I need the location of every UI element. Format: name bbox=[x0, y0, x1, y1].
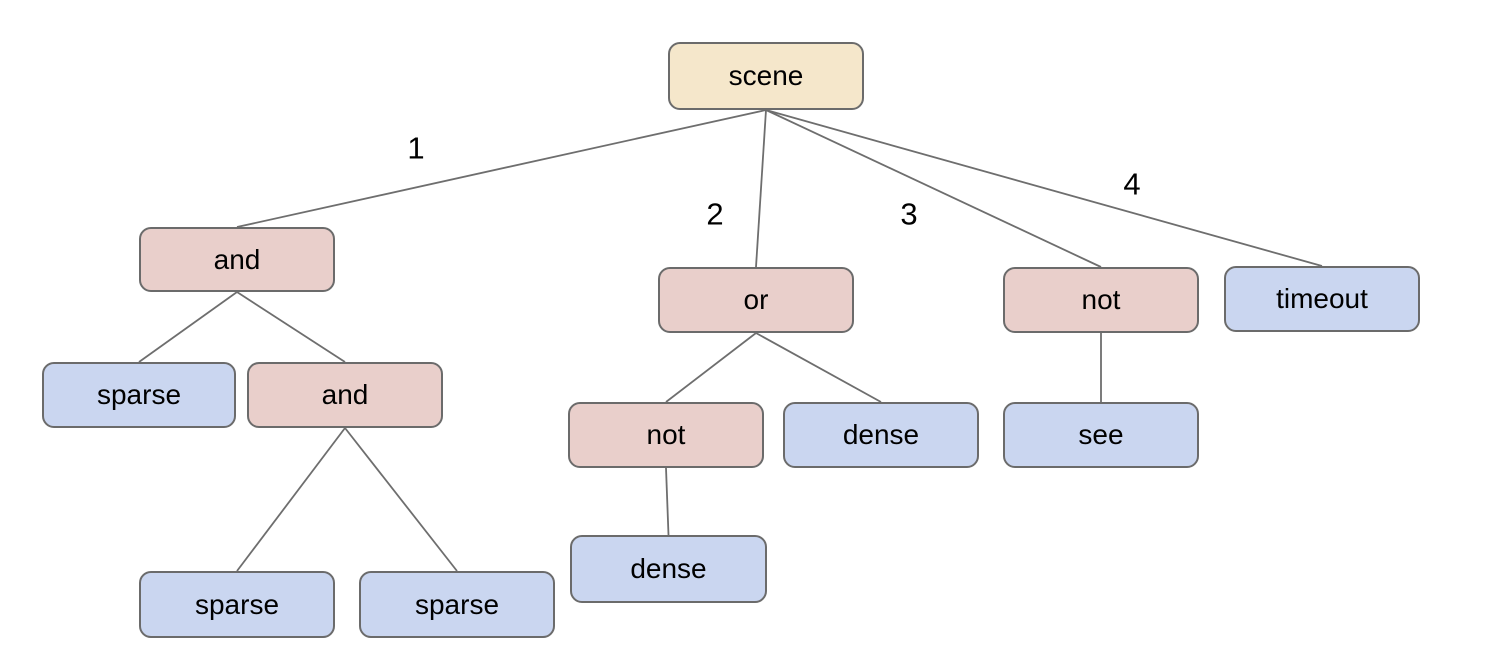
edge-scene-to-or-1 bbox=[755, 109, 767, 268]
edge-and-2-to-sparse-3 bbox=[344, 427, 458, 572]
tree-node-sparse-1: sparse bbox=[42, 362, 236, 428]
tree-node-and-1: and bbox=[139, 227, 335, 292]
edge-scene-to-and-1 bbox=[236, 109, 767, 228]
edge-or-1-to-not-1 bbox=[665, 332, 757, 403]
tree-node-timeout-1: timeout bbox=[1224, 266, 1420, 332]
tree-node-sparse-2: sparse bbox=[139, 571, 335, 638]
edge-or-1-to-dense-1 bbox=[755, 332, 882, 403]
node-label: and bbox=[213, 243, 261, 275]
node-label: dense bbox=[842, 419, 920, 450]
node-label: not bbox=[646, 419, 686, 450]
node-label: sparse bbox=[414, 588, 500, 620]
tree-node-dense-1: dense bbox=[783, 402, 979, 468]
tree-node-not-2: not bbox=[1003, 267, 1199, 333]
node-label: sparse bbox=[194, 588, 280, 620]
tree-node-sparse-3: sparse bbox=[359, 571, 555, 638]
edge-and-2-to-sparse-2 bbox=[236, 427, 346, 572]
tree-node-and-2: and bbox=[247, 362, 443, 428]
node-label: timeout bbox=[1276, 283, 1368, 314]
tree-node-or-1: or bbox=[658, 267, 854, 333]
tree-node-scene: scene bbox=[668, 42, 864, 110]
edge-not-1-to-dense-2 bbox=[665, 467, 670, 536]
node-label: and bbox=[321, 379, 369, 410]
edge-scene-to-timeout-1 bbox=[765, 109, 1323, 267]
tree-node-see-1: see bbox=[1003, 402, 1199, 468]
node-label: not bbox=[1081, 284, 1121, 315]
edge-and-1-to-sparse-1 bbox=[138, 291, 238, 363]
node-label: dense bbox=[630, 553, 707, 584]
tree-node-not-1: not bbox=[568, 402, 764, 468]
node-label: scene bbox=[728, 60, 804, 91]
node-label: sparse bbox=[96, 379, 182, 410]
node-label: or bbox=[743, 284, 769, 315]
tree-node-dense-2: dense bbox=[570, 535, 767, 603]
edge-scene-to-not-2 bbox=[765, 109, 1102, 268]
edge-and-1-to-and-2 bbox=[236, 291, 346, 363]
node-label: see bbox=[1078, 419, 1124, 450]
